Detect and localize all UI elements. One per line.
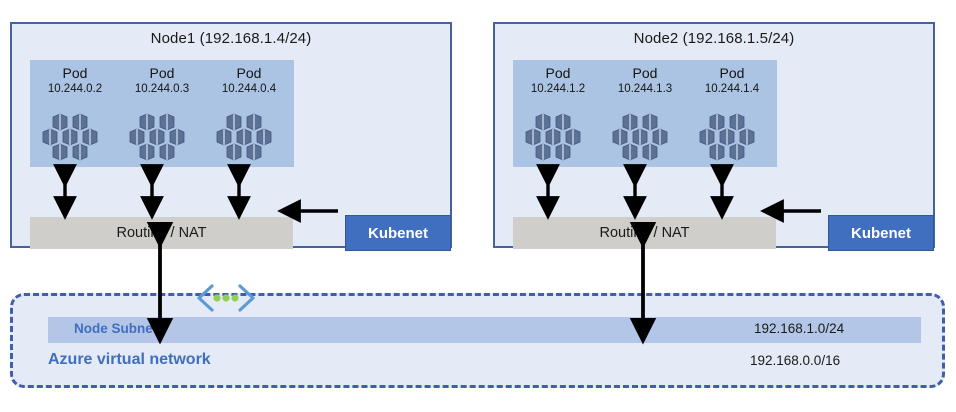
pod-label: Pod xyxy=(719,65,745,81)
pod-label: Pod xyxy=(149,65,175,81)
container-cluster-icon xyxy=(699,113,755,161)
node-subnet-cidr: 192.168.1.0/24 xyxy=(754,321,845,336)
pod-ip: 10.244.1.3 xyxy=(617,83,673,95)
pod-label: Pod xyxy=(236,65,262,81)
kubenet-box[interactable]: Kubenet xyxy=(345,215,451,251)
pod-card[interactable]: Pod 10.244.0.4 xyxy=(204,60,294,167)
vnet-cidr: 192.168.0.0/16 xyxy=(750,353,841,368)
pod-label: Pod xyxy=(632,65,658,81)
container-cluster-icon xyxy=(612,113,668,161)
pod-ip: 10.244.0.4 xyxy=(221,83,277,95)
chevron-dots-connector-icon xyxy=(197,284,255,312)
container-cluster-icon xyxy=(42,113,98,161)
container-cluster-icon xyxy=(129,113,185,161)
node-subnet-bar[interactable]: Node Subnet 192.168.1.0/24 xyxy=(48,317,921,343)
pod-card[interactable]: Pod 10.244.0.3 xyxy=(117,60,207,167)
pod-label: Pod xyxy=(545,65,571,81)
pod-ip: 10.244.0.2 xyxy=(47,83,103,95)
node-title: Node2 (192.168.1.5/24) xyxy=(633,30,795,47)
node-title: Node1 (192.168.1.4/24) xyxy=(150,30,312,47)
pod-ip: 10.244.1.4 xyxy=(704,83,760,95)
pod-ip: 10.244.1.2 xyxy=(530,83,586,95)
pod-card[interactable]: Pod 10.244.0.2 xyxy=(30,60,120,167)
node-container-node2[interactable]: Node2 (192.168.1.5/24) Pod 10.244.1.2 Po… xyxy=(493,22,935,251)
pod-ip: 10.244.0.3 xyxy=(134,83,190,95)
node-subnet-label: Node Subnet xyxy=(74,321,158,336)
routing-nat-box[interactable]: Routing / NAT xyxy=(30,217,293,249)
pod-label: Pod xyxy=(62,65,88,81)
pod-card[interactable]: Pod 10.244.1.2 xyxy=(513,60,603,167)
node-container-node1[interactable]: Node1 (192.168.1.4/24) Pod 10.244.0.2 Po… xyxy=(10,22,452,251)
container-cluster-icon xyxy=(525,113,581,161)
pod-card[interactable]: Pod 10.244.1.3 xyxy=(600,60,690,167)
vnet-title: Azure virtual network xyxy=(48,351,211,368)
container-cluster-icon xyxy=(216,113,272,161)
pod-card[interactable]: Pod 10.244.1.4 xyxy=(687,60,777,167)
routing-nat-box[interactable]: Routing / NAT xyxy=(513,217,776,249)
kubenet-box[interactable]: Kubenet xyxy=(828,215,934,251)
azure-vnet-container[interactable]: Node Subnet 192.168.1.0/24 Azure virtual… xyxy=(10,293,945,388)
